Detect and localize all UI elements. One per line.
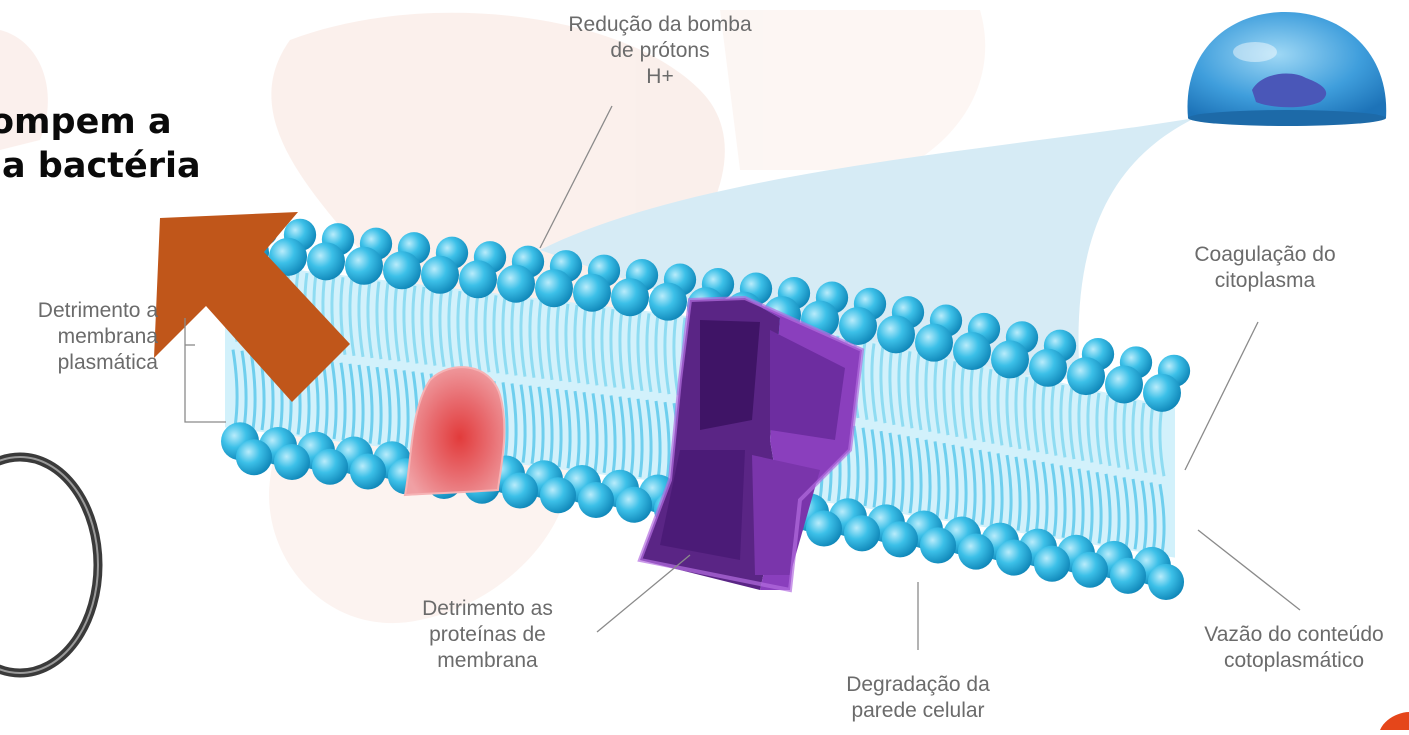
lipid-head [649, 283, 687, 321]
cell-icon [1187, 12, 1386, 126]
lipid-head [877, 315, 915, 353]
label-leakage-line-2: cotoplasmático [1180, 648, 1408, 674]
lipid-head [996, 540, 1032, 576]
label-leakage: Vazão do conteúdo cotoplasmático [1180, 622, 1408, 674]
lipid-head [1067, 357, 1105, 395]
label-plasma-membrane-line-1: Detrimento a [18, 298, 158, 324]
lipid-head [882, 521, 918, 557]
headline-line-1: ompem a [0, 100, 201, 144]
lipid-head [383, 251, 421, 289]
lipid-head [915, 324, 953, 362]
label-coagulation-line-2: citoplasma [1170, 268, 1360, 294]
headline-line-2: la bactéria [0, 144, 201, 188]
label-plasma-membrane: Detrimento a membrana plasmática [18, 298, 158, 376]
lipid-head [991, 340, 1029, 378]
corner-shape [1380, 712, 1409, 730]
label-proton-pump-line-1: Redução da bomba [540, 12, 780, 38]
lipid-head [540, 477, 576, 513]
lipid-head [1029, 349, 1067, 387]
label-membrane-proteins-line-3: membrana [400, 648, 575, 674]
lipid-head [578, 482, 614, 518]
lipid-head [236, 439, 272, 475]
label-coagulation-line-1: Coagulação do [1170, 242, 1360, 268]
lipid-head [1105, 365, 1143, 403]
label-membrane-proteins-line-2: proteínas de [400, 622, 575, 648]
label-plasma-membrane-line-2: membrana [18, 324, 158, 350]
lipid-head [611, 278, 649, 316]
lipid-head [350, 453, 386, 489]
label-coagulation: Coagulação do citoplasma [1170, 242, 1360, 294]
lipid-head [573, 274, 611, 312]
lipid-head [1034, 546, 1070, 582]
label-cell-wall-line-2: parede celular [818, 698, 1018, 724]
label-proton-pump-line-3: H+ [540, 64, 780, 90]
lipid-head [920, 527, 956, 563]
lipid-head [497, 265, 535, 303]
label-plasma-membrane-line-3: plasmática [18, 350, 158, 376]
lipid-head [1110, 558, 1146, 594]
lipid-head [1072, 552, 1108, 588]
lipid-head [958, 533, 994, 569]
lipid-head [839, 307, 877, 345]
ring-object [0, 457, 98, 673]
label-cell-wall: Degradação da parede celular [818, 672, 1018, 724]
lipid-head [806, 510, 842, 546]
lipid-head [953, 332, 991, 370]
lipid-head [312, 449, 348, 485]
label-proton-pump: Redução da bomba de prótons H+ [540, 12, 780, 90]
lipid-head [459, 260, 497, 298]
label-cell-wall-line-1: Degradação da [818, 672, 1018, 698]
lipid-head [1143, 374, 1181, 412]
lipid-head [307, 242, 345, 280]
lipid-head [421, 256, 459, 294]
lipid-head [345, 247, 383, 285]
lipid-head [274, 444, 310, 480]
label-membrane-proteins-line-1: Detrimento as [400, 596, 575, 622]
label-proton-pump-line-2: de prótons [540, 38, 780, 64]
lipid-head [1148, 564, 1184, 600]
lipid-head [616, 487, 652, 523]
lipid-head [844, 515, 880, 551]
lipid-head [502, 472, 538, 508]
headline-text: ompem a la bactéria [0, 100, 201, 188]
label-leakage-line-1: Vazão do conteúdo [1180, 622, 1408, 648]
lipid-head [535, 269, 573, 307]
label-membrane-proteins: Detrimento as proteínas de membrana [400, 596, 575, 674]
